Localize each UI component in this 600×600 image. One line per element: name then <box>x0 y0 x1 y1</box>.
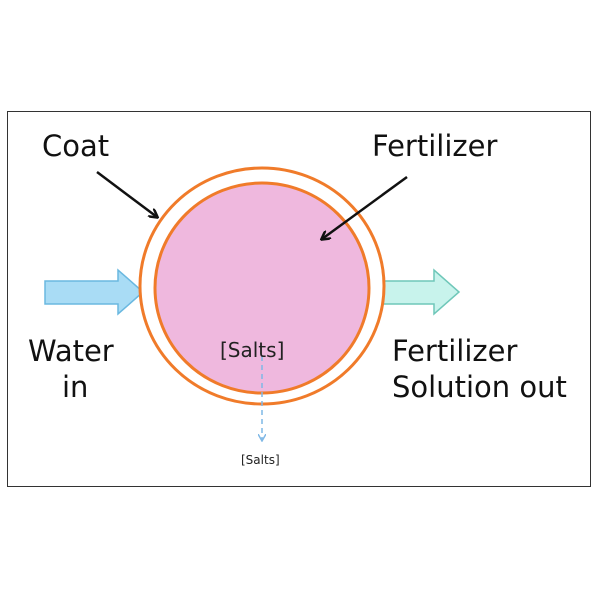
fertilizer-pointer-arrow <box>322 175 408 239</box>
water-in-label-line2: in <box>62 370 89 404</box>
coat-pointer-arrow <box>96 171 157 217</box>
solution-out-label-line2: Solution out <box>392 370 567 404</box>
solution-out-label-line1: Fertilizer <box>392 334 518 368</box>
solution-out-arrow <box>381 268 461 316</box>
salts-outside-label: [Salts] <box>241 453 280 467</box>
salts-inside-label: [Salts] <box>220 338 285 362</box>
diagram-frame <box>7 111 591 487</box>
water-in-arrow <box>44 268 145 316</box>
fertilizer-label: Fertilizer <box>372 129 498 163</box>
water-in-label-line1: Water <box>28 334 114 368</box>
coat-label: Coat <box>42 129 110 163</box>
